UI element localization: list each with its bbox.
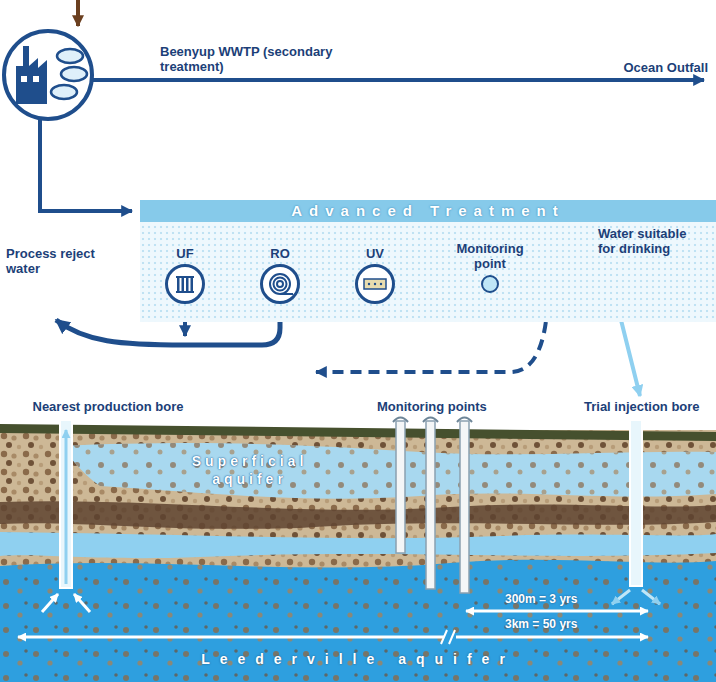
monitoring-bore <box>396 421 405 553</box>
unit-label: UV <box>366 246 384 261</box>
feed-arrow <box>40 119 132 211</box>
injection-arrow <box>612 590 630 604</box>
inflow-arrow <box>42 594 58 612</box>
monitoring-point: Monitoring point <box>481 275 499 293</box>
production-bore-label: Nearest production bore <box>30 398 187 415</box>
svg-part <box>177 277 180 292</box>
bore-label: Nearest production bore <box>33 399 184 414</box>
svg-part <box>277 281 283 287</box>
reject-label: Process reject water <box>6 246 101 276</box>
ro-unit: RO <box>260 264 300 304</box>
unit-label: UF <box>176 246 193 261</box>
aquifer-label: Leederville aquifer <box>0 652 716 667</box>
monitoring-bores-label: Monitoring points <box>374 398 490 415</box>
svg-part <box>186 277 189 292</box>
svg-part <box>374 283 376 285</box>
outfall-arrow <box>92 78 704 82</box>
distance-label: 3km = 50 yrs <box>505 617 577 632</box>
bore-label: Trial injection bore <box>584 399 700 414</box>
ro-icon <box>263 267 297 301</box>
aquifer-label: Superficial aquifer <box>172 452 327 488</box>
distance-label: 300m = 3 yrs <box>505 592 577 607</box>
leederville-pebbles <box>0 560 716 682</box>
soil <box>0 430 716 682</box>
distance-arrow <box>18 636 444 639</box>
production-bore <box>60 420 72 588</box>
factory-window <box>21 76 27 82</box>
inflow-arrow <box>76 0 80 26</box>
treatment-panel: Advanced TreatmentUF RO UV Monitoring point <box>140 200 716 322</box>
svg-part <box>280 293 293 295</box>
svg-part <box>274 278 287 291</box>
leederville-aquifer <box>0 560 716 682</box>
clay-layer <box>0 501 716 529</box>
unit-label: RO <box>270 246 290 261</box>
uv-unit: UV <box>355 264 395 304</box>
panel-title: Advanced Treatment <box>140 200 716 222</box>
clarifier <box>51 85 77 99</box>
injection-bore <box>630 420 642 586</box>
uv-icon <box>358 267 392 301</box>
superficial-pebbles <box>60 443 716 499</box>
monitoring-bore <box>426 421 435 589</box>
uf-icon <box>168 267 202 301</box>
uf-unit: UF <box>165 264 205 304</box>
water-lens <box>0 532 716 558</box>
product-water-label: Water suitable for drinking <box>598 226 702 256</box>
bore-flow <box>65 430 68 584</box>
factory-icon <box>16 46 47 104</box>
clarifier <box>57 49 83 63</box>
svg-part <box>270 274 290 294</box>
clarifier <box>61 67 87 81</box>
bore-label: Monitoring points <box>377 399 487 414</box>
plant-circle <box>4 31 92 119</box>
svg-part <box>380 283 382 285</box>
point-label: Monitoring point <box>450 241 530 271</box>
plant-label: Beenyup WWTP (secondary treatment) <box>160 44 370 74</box>
ground-surface <box>0 424 716 441</box>
svg-part <box>364 279 386 289</box>
svg-part <box>368 283 370 285</box>
injection-bore-label: Trial injection bore <box>581 398 703 415</box>
bore-cap <box>393 418 472 423</box>
svg-part <box>191 277 194 292</box>
break-mark <box>441 630 455 644</box>
svg-part <box>182 277 185 292</box>
injection-arrow <box>642 590 660 604</box>
distance-arrow <box>456 636 648 639</box>
inflow-arrow <box>74 594 90 612</box>
outfall-label: Ocean Outfall <box>623 60 708 75</box>
factory-window <box>33 76 39 82</box>
superficial-aquifer <box>60 443 716 499</box>
monitoring-bore <box>460 421 469 593</box>
distance-arrow <box>466 610 648 613</box>
